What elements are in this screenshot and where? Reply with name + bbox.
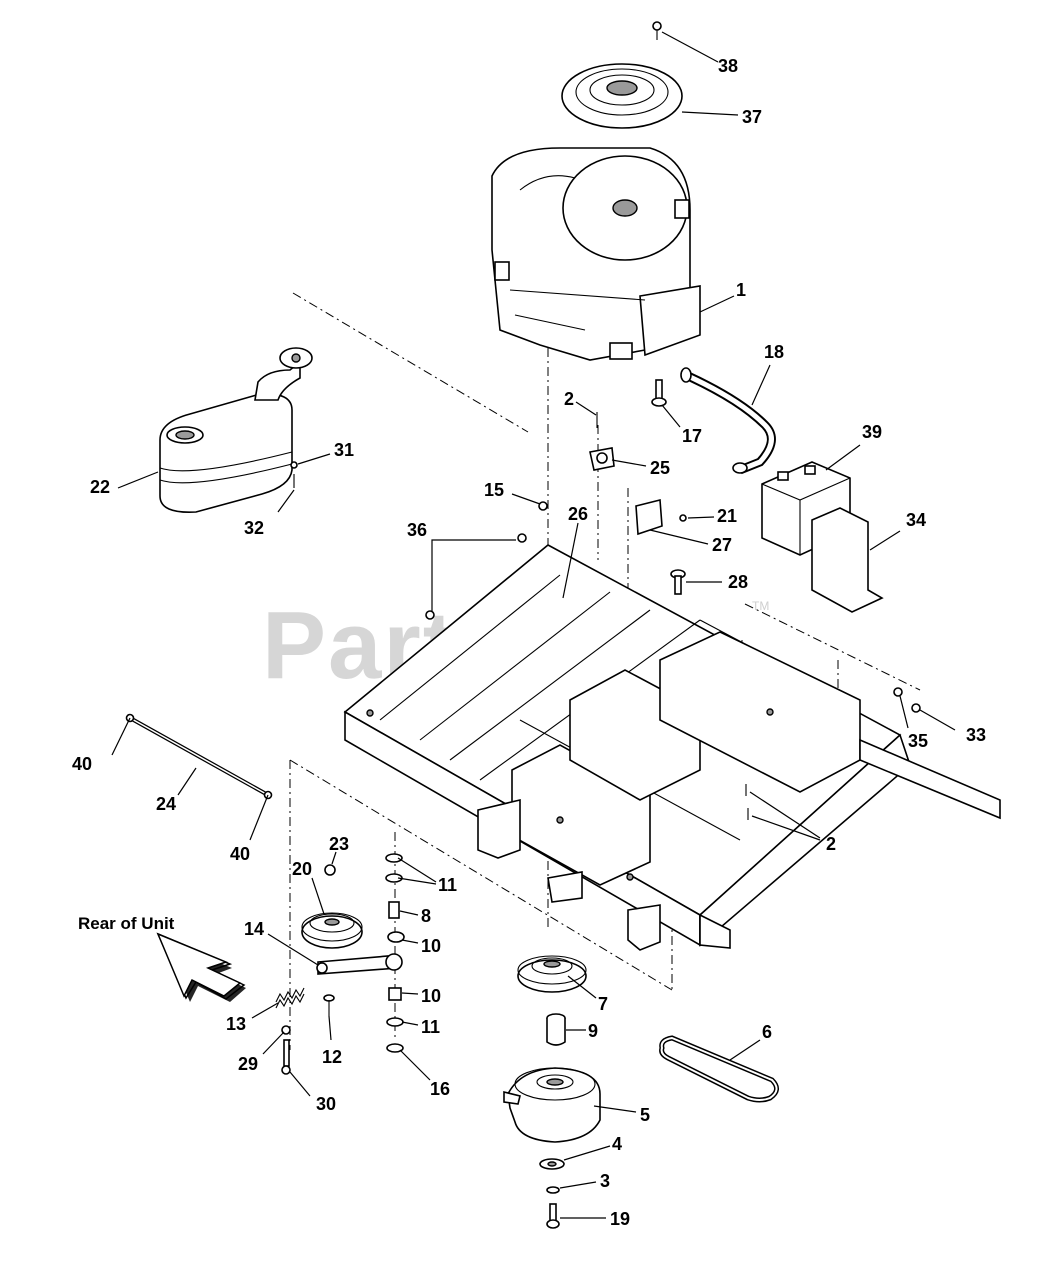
rear-of-unit-label: Rear of Unit: [78, 914, 175, 933]
callout-31: 31: [334, 440, 354, 460]
bolt-17-icon: [651, 379, 667, 407]
engine-1-icon: [491, 147, 701, 361]
nut-36-icon: [425, 533, 527, 620]
callout-8: 8: [421, 906, 431, 926]
callout-40-right: 40: [230, 844, 250, 864]
spring-13-icon: [275, 987, 305, 1009]
callout-34: 34: [906, 510, 926, 530]
callout-16: 16: [430, 1079, 450, 1099]
lockwasher-3-icon: [546, 1186, 560, 1194]
callout-4: 4: [612, 1134, 622, 1154]
callout-18: 18: [764, 342, 784, 362]
callout-19: 19: [610, 1209, 630, 1229]
callout-28: 28: [728, 572, 748, 592]
callout-15: 15: [484, 480, 504, 500]
callout-11-upper: 11: [438, 875, 457, 895]
chassis-frame-icon: [343, 544, 1001, 951]
callout-20: 20: [292, 859, 312, 879]
callout-labels: 38 37 1 18 2 17 39 31 22 25 32 15 26 21 …: [72, 56, 986, 1229]
callout-10-upper: 10: [421, 936, 441, 956]
screw-31-icon: [290, 461, 298, 469]
callout-14: 14: [244, 919, 264, 939]
bolt-19-icon: [546, 1203, 560, 1229]
callout-37: 37: [742, 107, 762, 127]
spacer-stack-icon: [385, 853, 405, 1053]
callout-25: 25: [650, 458, 670, 478]
callout-17: 17: [682, 426, 702, 446]
pulley-7-icon: [517, 955, 587, 993]
belt-6-icon: [659, 1035, 779, 1103]
callout-2-upper: 2: [564, 389, 574, 409]
callout-11-lower: 11: [421, 1017, 440, 1037]
bracket-27-icon: [635, 498, 663, 536]
callout-6: 6: [762, 1022, 772, 1042]
callout-24: 24: [156, 794, 176, 814]
washer-4-icon: [539, 1158, 565, 1170]
callout-35: 35: [908, 731, 928, 751]
callout-2-lower: 2: [826, 834, 836, 854]
sleeve-9-icon: [546, 1013, 566, 1046]
nut-23-icon: [324, 864, 336, 876]
callout-12: 12: [322, 1047, 342, 1067]
callout-26: 26: [568, 504, 588, 524]
callout-5: 5: [640, 1105, 650, 1125]
rear-of-unit-arrow-icon: [156, 932, 246, 1002]
callout-23: 23: [329, 834, 349, 854]
idler-arm-14-icon: [316, 953, 403, 975]
callout-21: 21: [717, 506, 737, 526]
callout-33: 33: [966, 725, 986, 745]
callout-30: 30: [316, 1094, 336, 1114]
leader-lines: [111, 31, 956, 1219]
callout-36: 36: [407, 520, 427, 540]
cover-37-icon: [561, 63, 683, 129]
screw-38-icon: [652, 21, 662, 40]
screw-21-icon: [679, 514, 687, 522]
callout-7: 7: [598, 994, 608, 1014]
pin-2-lower-icon: [745, 784, 749, 820]
callout-22: 22: [90, 477, 110, 497]
callout-32: 32: [244, 518, 264, 538]
watermark-trademark: TM: [752, 599, 769, 613]
bolt-12-icon: [323, 994, 335, 1016]
callout-27: 27: [712, 535, 732, 555]
clutch-5-icon: [503, 1067, 601, 1143]
callout-1: 1: [736, 280, 746, 300]
callout-29: 29: [238, 1054, 258, 1074]
bracket-34-icon: [811, 507, 884, 613]
callout-9: 9: [588, 1021, 598, 1041]
muffler-22-icon: [159, 347, 313, 513]
hose-18-icon: [680, 367, 776, 475]
callout-13: 13: [226, 1014, 246, 1034]
callout-39: 39: [862, 422, 882, 442]
callout-38: 38: [718, 56, 738, 76]
clamp-25-icon: [589, 447, 615, 471]
callout-3: 3: [600, 1171, 610, 1191]
callout-10-lower: 10: [421, 986, 441, 1006]
pin-28-icon: [670, 569, 686, 595]
bushing-35-icon: [893, 687, 903, 697]
screw-33-icon: [911, 703, 921, 713]
rod-24-icon: [125, 713, 273, 800]
pulley-20-icon: [301, 912, 363, 949]
bolt-30-icon: [281, 1039, 291, 1075]
callout-40-left: 40: [72, 754, 92, 774]
nut-15-icon: [538, 501, 548, 511]
